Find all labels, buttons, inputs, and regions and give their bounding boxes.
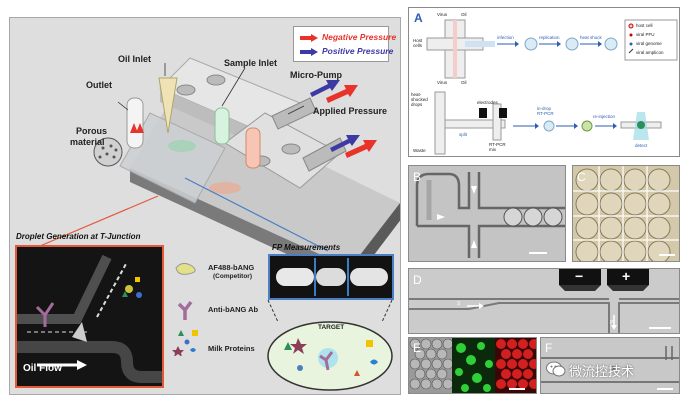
- oil-inlet-cone: [158, 77, 178, 134]
- sample-tube-green: [214, 107, 230, 145]
- electrodes-label: electrodes: [477, 100, 498, 105]
- sample-tube-red: [245, 127, 261, 169]
- legend-viral-genome: viral genome: [636, 41, 662, 46]
- porous-material-label-1: Porous: [76, 126, 108, 136]
- split-label: split: [459, 132, 468, 137]
- red-arrow-icon: [300, 33, 318, 42]
- host-cells-label: Host cells: [413, 38, 423, 48]
- virus-bottom-label: Virus: [437, 80, 448, 85]
- oil-label: Oil: [461, 12, 467, 17]
- panel-a-letter: A: [414, 11, 423, 25]
- panel-d-micrograph: D − + S P: [408, 268, 680, 334]
- panel-e-letter: E: [413, 341, 422, 355]
- chip-illustration: [39, 57, 400, 284]
- plus-electrode: [607, 269, 649, 285]
- fp-measurements-title: FP Measurements: [272, 243, 341, 252]
- connector-line-blue: [184, 177, 329, 252]
- panel-c-letter: C: [577, 170, 586, 184]
- watermark-text: 微流控技术: [569, 365, 635, 380]
- panel-b-micrograph: B: [408, 165, 566, 262]
- outlet-tube: [126, 97, 144, 149]
- competitor-label-2: (Competitor): [213, 273, 252, 280]
- step-replication: replication: [539, 35, 560, 40]
- positive-pressure-arrow-icon: [310, 80, 340, 97]
- droplet-generation-title: Droplet Generation at T-Junction: [16, 232, 141, 241]
- tube-upper: [271, 97, 317, 130]
- connector-line-red: [39, 195, 159, 247]
- scale-bar: [659, 254, 675, 256]
- panel-d-letter: D: [413, 273, 422, 287]
- antibody-icon: [177, 300, 193, 320]
- antibody-label: Anti-bANG Ab: [208, 305, 259, 314]
- oil-flow-label: Oil Flow: [23, 363, 62, 374]
- red-channel-glow: [209, 182, 241, 194]
- sample-inlet-label: Sample Inlet: [224, 58, 278, 68]
- panel-c-micrograph: C: [572, 165, 680, 262]
- milk-proteins-label: Milk Proteins: [208, 344, 255, 353]
- p-label: P: [610, 320, 614, 326]
- step-infection: infection: [497, 35, 514, 40]
- blue-arrow-icon: [300, 47, 318, 56]
- applied-pressure-label: Applied Pressure: [313, 106, 388, 116]
- scale-bar: [509, 388, 525, 390]
- virus-label: Virus: [437, 12, 448, 17]
- reservoir-1: [176, 84, 196, 96]
- fp-zoom-droplet: [267, 300, 393, 391]
- reinjection-label: re-injection: [593, 114, 616, 119]
- competitor-label-1: AF488-bANG: [208, 263, 255, 272]
- in-drop-rt-pcr-label: in-drop RT-PCR: [537, 106, 554, 116]
- rt-pcr-mix-label: RT-PCR mix: [489, 142, 506, 152]
- panel-b-letter: B: [413, 170, 422, 184]
- oil-bottom-label: Oil: [461, 80, 467, 85]
- negative-pressure-arrow-icon: [326, 85, 358, 103]
- scale-bar: [529, 252, 547, 254]
- reagent-icons: [172, 262, 198, 356]
- fp-measurements-image: [268, 254, 394, 300]
- step-heat-shock: heat shock: [580, 35, 602, 40]
- detect-label: detect: [635, 143, 648, 148]
- minus-sign: −: [575, 268, 584, 284]
- panel-f-letter: F: [545, 341, 553, 355]
- micro-pump-label: Micro-Pump: [290, 70, 343, 80]
- green-channel-glow: [168, 140, 196, 152]
- legend-viral-amplicon: viral amplicon: [636, 50, 664, 55]
- panel-f-micrograph: F: [540, 337, 680, 394]
- legend-negative: Negative Pressure: [300, 32, 396, 44]
- outlet-arrow-icon: [130, 123, 138, 133]
- plus-sign: +: [622, 268, 631, 284]
- s-label: S: [457, 301, 461, 307]
- outlet-label: Outlet: [86, 80, 112, 90]
- legend-host-cell: host cell: [636, 23, 653, 28]
- target-label: TARGET: [318, 324, 345, 331]
- minus-electrode: [559, 269, 601, 285]
- heat-shocked-drops-label: heat- shocked drops: [411, 92, 428, 107]
- panel-e-micrographs: E: [408, 337, 537, 394]
- reservoir-4: [281, 143, 301, 155]
- panel-a-workflow: A Virus Oil Host cells Virus: [408, 7, 680, 157]
- wechat-icon: [546, 361, 566, 377]
- scale-bar: [657, 388, 673, 390]
- waste-label: Waste: [413, 148, 426, 153]
- microfluidic-chip-schematic: Oil Inlet Outlet Porous material Sample …: [9, 17, 401, 395]
- legend-positive: Positive Pressure: [300, 46, 393, 58]
- scale-bar: [649, 327, 671, 329]
- legend-viral-pfu: viral PFU: [636, 32, 655, 37]
- oil-inlet-label: Oil Inlet: [118, 54, 152, 64]
- droplet-generation-image: Oil Flow: [15, 245, 164, 388]
- porous-material-sphere: [93, 137, 123, 167]
- pressure-legend: Negative Pressure Positive Pressure: [293, 26, 396, 62]
- reservoir-2: [206, 74, 226, 86]
- porous-material-label-2: material: [70, 137, 105, 147]
